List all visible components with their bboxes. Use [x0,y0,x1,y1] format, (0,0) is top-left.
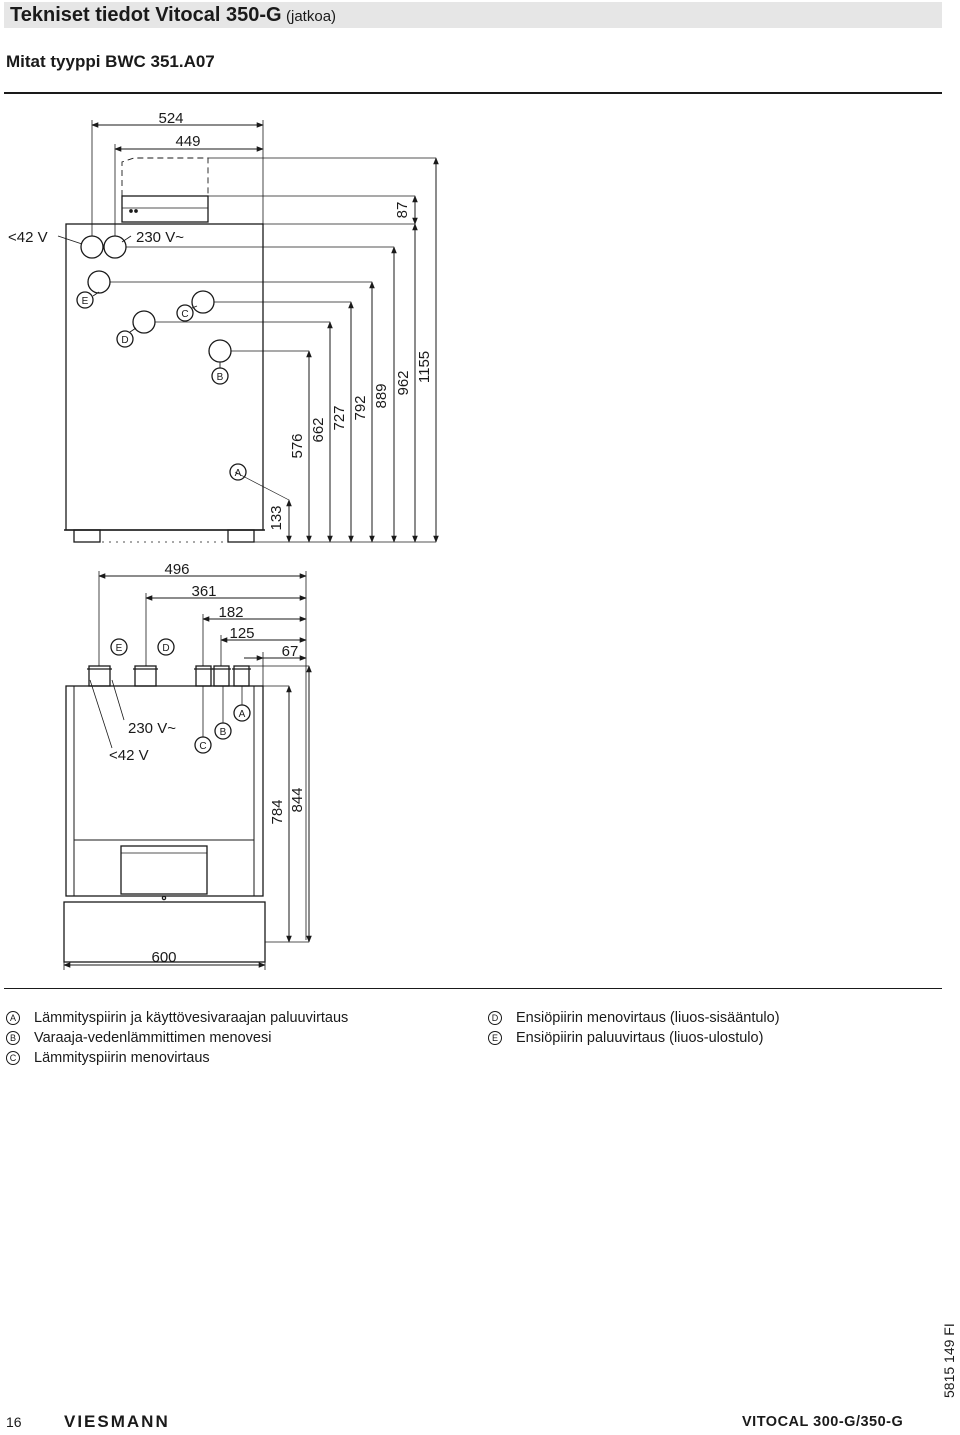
front-view-base [63,901,266,963]
dim-height-792: 792 [352,395,369,420]
connection-b [208,339,232,363]
label-low-voltage: <42 V [8,229,48,246]
foot-left [73,529,101,543]
label-a: A [235,468,242,479]
top-view [57,120,439,543]
legend-badge: C [6,1051,20,1065]
connection-d [132,310,156,334]
page-number: 16 [6,1414,22,1430]
legend-text: Ensiöpiirin menovirtaus (liuos-sisääntul… [516,1010,780,1026]
legend-badge: A [6,1011,20,1025]
top-view-cabinet [65,223,264,531]
label-b: B [217,372,224,383]
dim-height-784: 784 [269,799,286,824]
dim-width-125: 125 [229,625,254,642]
product-name: VITOCAL 300-G/350-G [742,1414,904,1430]
dim-width-67: 67 [282,643,299,660]
legend-badge: B [6,1031,20,1045]
section-subtitle: Mitat tyyppi BWC 351.A07 [6,52,215,71]
top-view-labels: 524 449 <42 V 230 V~ E D C B A 87 133 57… [8,110,433,531]
label-d: D [121,335,128,346]
legend-text: Lämmityspiirin menovirtaus [34,1050,210,1066]
dim-height-727: 727 [331,405,348,430]
dim-height-133: 133 [268,505,285,530]
front-label-d: D [162,643,169,654]
dim-width-600: 600 [151,949,176,966]
dim-width-524: 524 [158,110,183,127]
brand-logo: VIESMANN [64,1412,170,1431]
dim-height-87: 87 [394,202,411,219]
legend-text: Lämmityspiirin ja käyttövesivaraajan pal… [34,1010,349,1026]
connection-mains [103,235,127,259]
dim-height-576: 576 [289,433,306,458]
front-label-mains: 230 V~ [128,720,176,737]
legend-item-b: B Varaaja-vedenlämmittimen menovesi [6,1028,348,1048]
page-title: Tekniset tiedot Vitocal 350-G [10,4,282,26]
connection-low-voltage [80,235,104,259]
legend-right: D Ensiöpiirin menovirtaus (liuos-sisäänt… [488,1008,780,1048]
legend-rule [4,988,942,989]
dim-height-662: 662 [310,417,327,442]
dim-width-361: 361 [191,583,216,600]
dim-height-889: 889 [373,383,390,408]
front-view-cabinet [65,685,264,897]
label-mains: 230 V~ [136,229,184,246]
dim-width-496: 496 [164,561,189,578]
front-label-low-voltage: <42 V [109,747,149,764]
front-view-labels: 496 361 182 125 67 230 V~ <42 V E D C B … [109,561,306,966]
connection-e [87,270,111,294]
pipe-a [233,665,250,687]
page-title-suffix: (jatkoa) [286,8,337,25]
document-code: 5815 149 FI [941,1323,957,1398]
pipe-d [134,665,157,687]
front-label-e: E [116,643,123,654]
pipe-c [195,665,212,687]
legend-item-e: E Ensiöpiirin paluuvirtaus (liuos-ulostu… [488,1028,780,1048]
legend-left: A Lämmityspiirin ja käyttövesivaraajan p… [6,1008,348,1068]
top-unit [121,195,209,223]
pipe-b [213,665,230,687]
foot-right [227,529,255,543]
front-label-b: B [220,727,227,738]
front-view [63,571,312,970]
pipe-e [88,665,111,687]
front-label-a: A [239,709,246,720]
label-c: C [181,309,188,320]
legend-badge: E [488,1031,502,1045]
legend-text: Varaaja-vedenlämmittimen menovesi [34,1030,272,1046]
label-e: E [82,296,89,307]
legend-item-d: D Ensiöpiirin menovirtaus (liuos-sisäänt… [488,1008,780,1028]
title-bar: Tekniset tiedot Vitocal 350-G (jatkoa) [4,2,942,28]
dim-height-844: 844 [289,787,306,812]
front-label-c: C [199,741,206,752]
legend-badge: D [488,1011,502,1025]
dim-width-182: 182 [218,604,243,621]
dimension-drawing: 524 449 <42 V 230 V~ E D C B A 87 133 57… [8,110,439,970]
dim-height-1155: 1155 [416,351,433,383]
legend-item-a: A Lämmityspiirin ja käyttövesivaraajan p… [6,1008,348,1028]
dim-height-962: 962 [395,370,412,395]
section-rule [4,92,942,94]
dim-width-449: 449 [175,133,200,150]
connection-c [191,290,215,314]
legend-text: Ensiöpiirin paluuvirtaus (liuos-ulostulo… [516,1030,764,1046]
front-panel-display [120,845,208,895]
legend-item-c: C Lämmityspiirin menovirtaus [6,1048,348,1068]
